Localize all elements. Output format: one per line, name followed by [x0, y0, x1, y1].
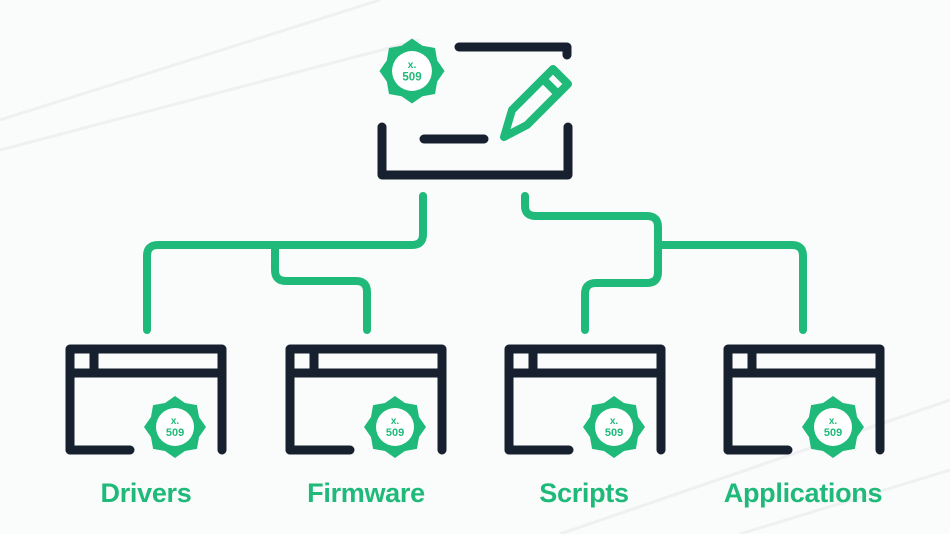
badge-text-line1: x. [829, 416, 838, 427]
label-drivers: Drivers [100, 478, 192, 508]
x509-badge-icon: x.509 [583, 396, 645, 458]
signed-document-icon [377, 42, 573, 180]
badge-text-line2: 509 [402, 71, 421, 83]
window-frame [723, 344, 885, 455]
badge-text-line2: 509 [386, 427, 404, 439]
window-icon-firmware: x.509 [285, 344, 447, 458]
window-frame [504, 344, 666, 455]
window-icon-drivers: x.509 [65, 344, 227, 458]
badge-text-line1: x. [171, 416, 180, 427]
x509-badge-icon: x.509 [379, 38, 445, 104]
connector-drivers [143, 192, 427, 334]
badge-center [376, 408, 414, 446]
x509-badge-icon: x.509 [802, 396, 864, 458]
badge-text-line2: 509 [166, 427, 184, 439]
label-scripts: Scripts [539, 478, 629, 508]
connector-firmware [271, 241, 371, 334]
badge-center [595, 408, 633, 446]
x509-badge-icon: x.509 [364, 396, 426, 458]
window-icon-scripts: x.509 [504, 344, 666, 458]
connector-lines [143, 192, 807, 334]
badge-text-line1: x. [391, 416, 400, 427]
window-frame [285, 344, 447, 455]
badge-text-line1: x. [610, 416, 619, 427]
x509-badge-icon: x.509 [144, 396, 206, 458]
pencil-icon [500, 65, 572, 141]
badge-center [156, 408, 194, 446]
badge-center [814, 408, 852, 446]
badge-text-line1: x. [408, 59, 417, 71]
connector-scripts [521, 192, 662, 334]
label-applications: Applications [723, 478, 883, 508]
window-frame [65, 344, 227, 455]
badge-text-line2: 509 [824, 427, 842, 439]
label-firmware: Firmware [307, 478, 425, 508]
window-icon-applications: x.509 [723, 344, 885, 458]
connector-applications [654, 241, 807, 334]
badge-center [392, 51, 432, 91]
badge-text-line2: 509 [605, 427, 623, 439]
